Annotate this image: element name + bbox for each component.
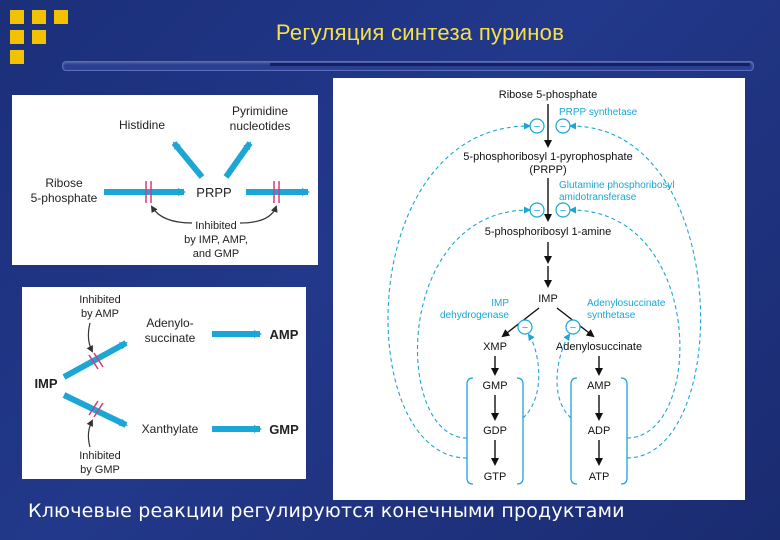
logo-squares: [10, 10, 72, 65]
label-xanthylate: Xanthylate: [142, 422, 199, 436]
feedback-gmp-curve: [86, 419, 93, 448]
minus-sign: −: [560, 205, 566, 217]
prpp-regulation-diagram: Histidine Pyrimidine nucleotides Ribose …: [12, 95, 318, 265]
imp-branch-diagram: Inhibited by AMP Adenylo- succinate AMP …: [22, 287, 306, 479]
enzyme-imp-dh: IMP: [491, 298, 509, 309]
feedback-curve-left: [150, 205, 193, 224]
node-gdp: GDP: [483, 425, 507, 437]
minus-sign: −: [522, 322, 528, 334]
label-inhibited-amp: Inhibited: [79, 294, 121, 306]
inhibition-minus: [517, 319, 533, 335]
enzyme-imp-dh-2: dehydrogenase: [440, 310, 509, 321]
feedback-curve-right: [239, 205, 278, 224]
slide-caption: Ключевые реакции регулируются конечными …: [28, 500, 625, 522]
enzyme-ads-2: synthetase: [587, 310, 636, 321]
minus-sign: −: [534, 205, 540, 217]
feedback-gmp-imp-dh: [522, 333, 540, 419]
enzyme-gpat-2: amidotransferase: [559, 192, 637, 203]
node-amp: AMP: [587, 380, 611, 392]
label-amp: AMP: [270, 327, 299, 342]
inhibit-bar: [88, 400, 99, 416]
feedback-inner-left: [416, 206, 531, 439]
inhibit-bar: [93, 402, 104, 418]
enzyme-prpp-synthetase: PRPP synthetase: [559, 107, 638, 118]
label-inhibited: Inhibited: [195, 220, 237, 232]
label-5-phosphate: 5-phosphate: [31, 191, 98, 205]
node-prpp: (PRPP): [529, 164, 566, 176]
label-imp: IMP: [34, 376, 57, 391]
inhibition-minus: [565, 319, 581, 335]
node-pyrophosphate: 5-phosphoribosyl 1-pyrophosphate: [463, 151, 632, 163]
label-prpp: PRPP: [196, 185, 231, 200]
node-gmp: GMP: [482, 380, 507, 392]
bracket-adenine-r: [620, 377, 628, 485]
arrow-prpp-histidine: [171, 141, 205, 179]
inhibit-bar: [93, 352, 104, 368]
label-by-amp: by AMP: [81, 308, 119, 320]
title-rule: [62, 61, 754, 71]
minus-sign: −: [560, 121, 566, 133]
node-imp: IMP: [538, 293, 558, 305]
bracket-adenine: [570, 377, 578, 485]
label-inhibited-by: by IMP, AMP,: [184, 234, 248, 246]
node-ribose: Ribose 5-phosphate: [499, 89, 597, 101]
label-nucleotides: nucleotides: [230, 119, 291, 133]
arrow-imp-xanthylate: [62, 392, 128, 428]
arrow-prpp-pyrimidine: [223, 141, 253, 179]
label-pyrimidine: Pyrimidine: [232, 104, 288, 118]
purine-pathway-diagram: Ribose 5-phosphate PRPP synthetase − − 5…: [333, 78, 745, 500]
feedback-outer-right: [569, 122, 702, 459]
label-gmp: GMP: [269, 422, 299, 437]
label-inhibited-gmp: and GMP: [193, 248, 239, 260]
enzyme-ads: Adenylosuccinate: [587, 298, 666, 309]
bracket-guanine-r: [516, 377, 524, 485]
node-atp: ATP: [589, 471, 610, 483]
node-gtp: GTP: [484, 471, 507, 483]
bracket-guanine: [466, 377, 474, 485]
label-histidine: Histidine: [119, 118, 165, 132]
arrow-imp-adenylo: [62, 340, 128, 380]
feedback-amp-curve: [86, 322, 93, 353]
feedback-amp-ads: [556, 333, 572, 419]
node-amine: 5-phosphoribosyl 1-amine: [485, 226, 612, 238]
slide-title: Регуляция синтеза пуринов: [275, 20, 565, 45]
title-rule-shadow: [270, 63, 750, 66]
minus-sign: −: [570, 322, 576, 334]
inhibit-bar: [88, 354, 99, 370]
feedback-outer-left: [387, 122, 531, 459]
label-adenylo: Adenylo-: [146, 316, 193, 330]
label-succinate: succinate: [145, 331, 196, 345]
enzyme-gpat: Glutamine phosphoribosyl: [559, 180, 675, 191]
node-adp: ADP: [588, 425, 611, 437]
label-ribose: Ribose: [45, 176, 83, 190]
label-by-gmp: by GMP: [80, 464, 120, 476]
node-adenylosuccinate: Adenylosuccinate: [556, 341, 642, 353]
label-inhibited-gmp: Inhibited: [79, 450, 121, 462]
node-xmp: XMP: [483, 341, 507, 353]
feedback-inner-right: [569, 206, 681, 439]
minus-sign: −: [534, 121, 540, 133]
